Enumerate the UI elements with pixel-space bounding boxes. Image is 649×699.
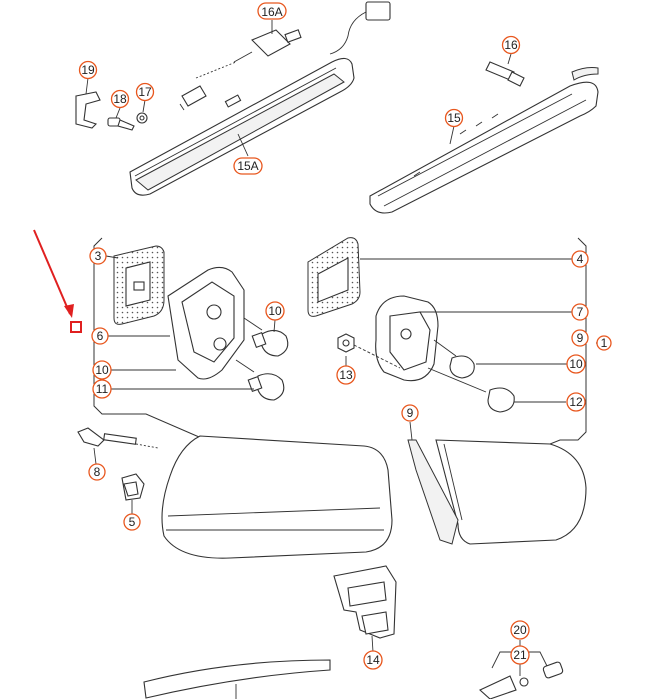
- callout-label: 9: [577, 331, 584, 345]
- assembly-bracket-left: [93, 237, 207, 441]
- callout-9: 9: [401, 404, 419, 422]
- callout-5: 5: [123, 513, 141, 531]
- callout-label: 8: [94, 465, 101, 479]
- callout-19: 19: [78, 60, 98, 80]
- callout-20: 20: [510, 620, 530, 640]
- nut-17: [136, 112, 148, 124]
- callout-14: 14: [363, 650, 383, 670]
- bracket-14: [333, 565, 397, 639]
- callout-15a: 15A: [233, 157, 263, 175]
- bulb-11: [247, 373, 285, 401]
- clip-5: [121, 473, 145, 501]
- bulb-12: [487, 387, 515, 413]
- callout-label: 13: [339, 368, 353, 382]
- callout-label: 5: [129, 515, 136, 529]
- brake-light-15a: [129, 57, 355, 196]
- assembly-bracket-right: [539, 237, 587, 449]
- bulb-10-right: [449, 355, 475, 379]
- callout-6: 6: [91, 327, 109, 345]
- callout-label: 18: [113, 92, 127, 106]
- callout-label: 16A: [261, 5, 282, 19]
- callout-12: 12: [566, 392, 586, 412]
- callout-16a: 16A: [257, 2, 287, 20]
- callout-label: 15A: [237, 159, 258, 173]
- callout-label: 16: [504, 38, 518, 52]
- callout-18: 18: [110, 89, 130, 109]
- callout-label: 10: [569, 357, 583, 371]
- callout-label: 9: [407, 406, 414, 420]
- callout-21: 21: [510, 645, 530, 665]
- callout-10-right: 10: [566, 354, 586, 374]
- tail-light-housing-left: [161, 435, 393, 559]
- bulb-socket-16: [485, 61, 525, 87]
- callout-7: 7: [571, 303, 589, 321]
- callout-label: 17: [138, 85, 152, 99]
- callout-label: 1: [601, 336, 608, 350]
- callout-label: 6: [97, 329, 104, 343]
- red-arrow-annotation: [33, 229, 82, 333]
- callout-16: 16: [501, 35, 521, 55]
- callout-label: 11: [96, 382, 109, 396]
- callout-label: 10: [268, 304, 282, 318]
- callout-10-left: 10: [92, 360, 112, 380]
- reflector-strip: [143, 659, 331, 699]
- callout-label: 7: [577, 305, 584, 319]
- seal-gasket-3: [113, 245, 165, 325]
- callout-label: 4: [577, 252, 584, 266]
- callout-label: 10: [95, 363, 109, 377]
- callout-8: 8: [88, 463, 106, 481]
- callout-17: 17: [135, 82, 155, 102]
- bulb-10-upper: [251, 329, 289, 357]
- bulb-carrier-6: [167, 266, 263, 380]
- callout-15: 15: [444, 108, 464, 128]
- callout-label: 21: [513, 648, 527, 662]
- screw-18: [107, 117, 135, 131]
- connector-cable-16a: [195, 1, 391, 79]
- bolt-8: [77, 427, 159, 449]
- clip-19: [75, 91, 101, 129]
- callout-label: 19: [81, 63, 95, 77]
- brake-light-15: [369, 67, 599, 214]
- callout-1: 1: [596, 335, 612, 351]
- callout-4: 4: [571, 250, 589, 268]
- callout-9-right: 9: [571, 329, 589, 347]
- tail-light-housing-right: [407, 439, 587, 545]
- callout-13: 13: [336, 365, 356, 385]
- callout-label: 20: [513, 623, 527, 637]
- bulb-holder-small: [179, 85, 207, 111]
- callout-10-upper: 10: [265, 301, 285, 321]
- seal-gasket-4: [307, 237, 361, 317]
- callout-11: 11: [92, 379, 112, 399]
- bulb-carrier-7: [375, 295, 487, 393]
- callout-3: 3: [89, 247, 107, 265]
- callout-label: 12: [569, 395, 583, 409]
- callout-label: 14: [366, 653, 380, 667]
- nut-13: [337, 333, 401, 369]
- callout-label: 15: [447, 111, 461, 125]
- callout-label: 3: [95, 249, 102, 263]
